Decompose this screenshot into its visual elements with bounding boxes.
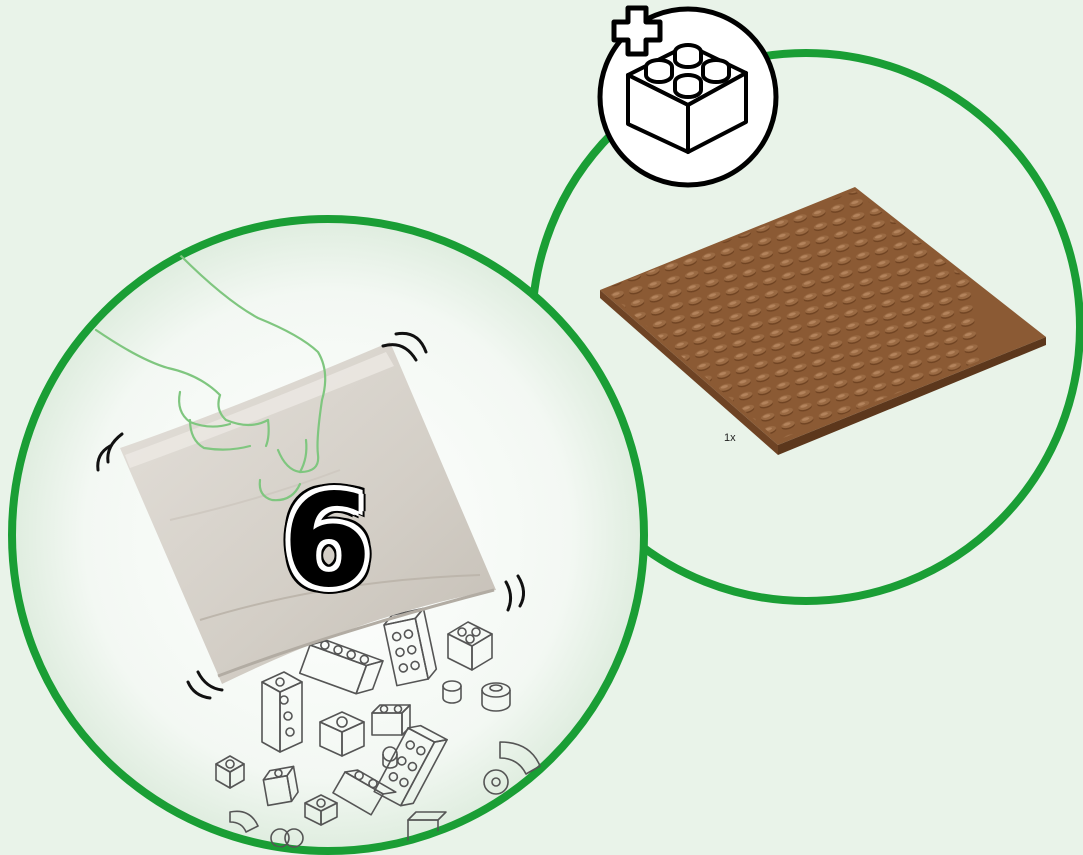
bag-number: 6 [262,462,392,622]
add-part-badge [600,8,776,185]
part-quantity-label: 1x [724,432,736,444]
